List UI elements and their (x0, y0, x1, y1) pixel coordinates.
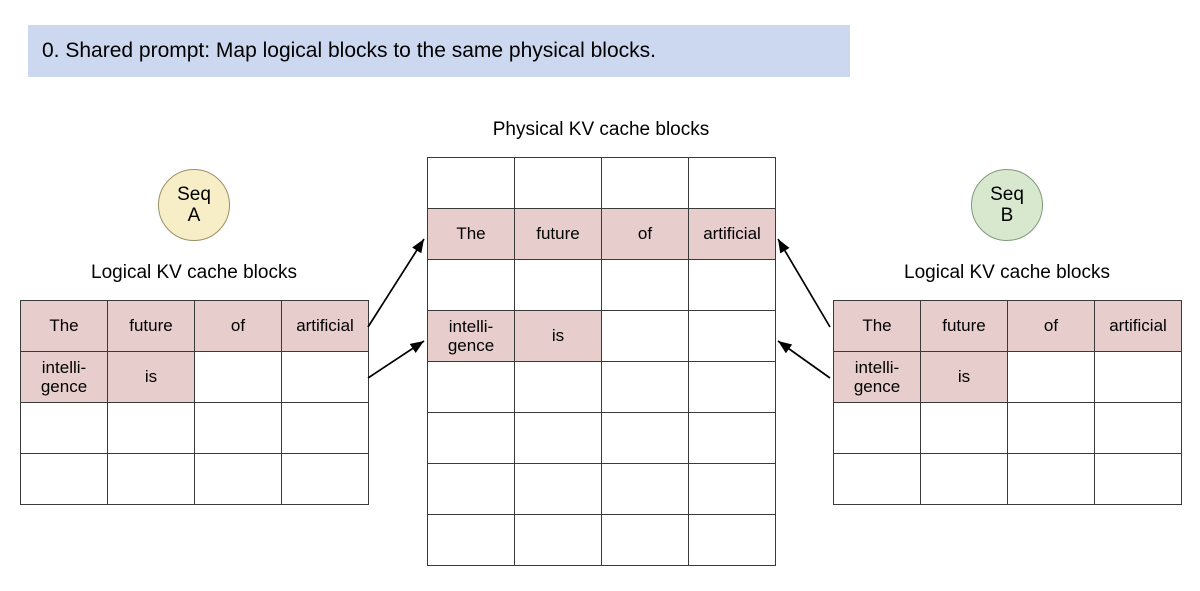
seq-badge-b-id: B (1000, 205, 1014, 226)
kv-cell-token: intelli- gence (428, 311, 515, 362)
kv-cell-empty (195, 352, 282, 403)
kv-cell-empty (108, 403, 195, 454)
kv-cell-empty (689, 260, 776, 311)
kv-cell-empty (602, 362, 689, 413)
seq-badge-a-id: A (187, 205, 201, 226)
arrow-b-row2 (777, 340, 831, 379)
kv-cell-empty (282, 403, 369, 454)
kv-cell-empty (195, 454, 282, 505)
kv-cell-empty (1008, 352, 1095, 403)
kv-cell-empty (21, 403, 108, 454)
kv-cell-empty (195, 403, 282, 454)
kv-cell-empty (602, 260, 689, 311)
kv-cell-empty (108, 454, 195, 505)
kv-cell-token: future (108, 301, 195, 352)
kv-cell-token: artificial (282, 301, 369, 352)
kv-cell-empty (689, 515, 776, 566)
kv-cell-token: The (428, 209, 515, 260)
kv-cell-empty (1095, 352, 1182, 403)
seq-badge-b: Seq B (971, 169, 1043, 241)
kv-cell-token: is (108, 352, 195, 403)
physical-caption: Physical KV cache blocks (492, 119, 710, 140)
kv-cell-empty (602, 413, 689, 464)
kv-cell-token: intelli- gence (834, 352, 921, 403)
kv-cell-empty (515, 464, 602, 515)
kv-cell-token: of (1008, 301, 1095, 352)
kv-cell-empty (689, 311, 776, 362)
kv-cell-token: The (21, 301, 108, 352)
seq-badge-a: Seq A (158, 169, 230, 241)
kv-cell-empty (834, 403, 921, 454)
kv-cell-empty (1008, 403, 1095, 454)
kv-cell-token: The (834, 301, 921, 352)
kv-cell-empty (921, 454, 1008, 505)
kv-cell-empty (21, 454, 108, 505)
kv-cell-token: artificial (689, 209, 776, 260)
prompt-banner: 0. Shared prompt: Map logical blocks to … (28, 25, 850, 77)
kv-cell-empty (602, 515, 689, 566)
kv-cell-empty (689, 413, 776, 464)
kv-cell-empty (515, 515, 602, 566)
kv-cell-empty (602, 311, 689, 362)
logical-b-caption: Logical KV cache blocks (904, 262, 1110, 283)
kv-cell-token: is (515, 311, 602, 362)
kv-cell-empty (515, 158, 602, 209)
kv-cell-empty (282, 352, 369, 403)
kv-cell-token: future (515, 209, 602, 260)
kv-cell-empty (428, 464, 515, 515)
seq-badge-b-title: Seq (990, 183, 1024, 205)
kv-cell-empty (1095, 454, 1182, 505)
kv-cell-empty (428, 158, 515, 209)
kv-cell-empty (428, 362, 515, 413)
arrow-b-row1 (777, 238, 831, 328)
kv-cell-empty (689, 362, 776, 413)
kv-cell-empty (689, 464, 776, 515)
kv-cell-empty (515, 413, 602, 464)
kv-cell-token: of (602, 209, 689, 260)
kv-cell-empty (921, 403, 1008, 454)
kv-cell-token: artificial (1095, 301, 1182, 352)
kv-cell-empty (515, 260, 602, 311)
kv-cell-token: future (921, 301, 1008, 352)
kv-cell-empty (428, 515, 515, 566)
kv-cell-empty (1095, 403, 1182, 454)
kv-cell-empty (834, 454, 921, 505)
kv-cell-empty (515, 362, 602, 413)
kv-cell-empty (428, 413, 515, 464)
arrow-a-row1 (367, 238, 425, 328)
kv-cell-token: is (921, 352, 1008, 403)
kv-cell-empty (428, 260, 515, 311)
seq-badge-a-title: Seq (177, 183, 211, 205)
kv-cell-token: of (195, 301, 282, 352)
kv-cell-empty (689, 158, 776, 209)
logical-a-caption: Logical KV cache blocks (91, 262, 297, 283)
kv-cell-empty (602, 464, 689, 515)
kv-cell-token: intelli- gence (21, 352, 108, 403)
arrow-a-row2 (367, 340, 425, 379)
kv-cell-empty (1008, 454, 1095, 505)
prompt-banner-text: 0. Shared prompt: Map logical blocks to … (42, 39, 656, 63)
kv-cell-empty (602, 158, 689, 209)
kv-cell-empty (282, 454, 369, 505)
